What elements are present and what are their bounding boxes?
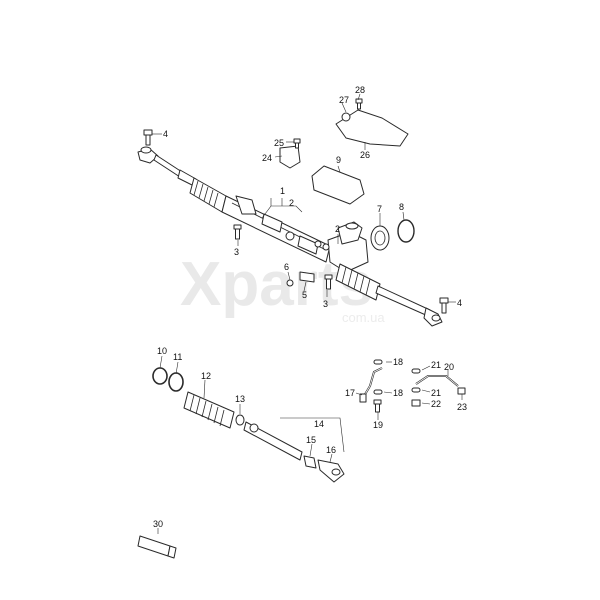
clamp-10 [152,367,168,385]
callout-16: 16 [326,445,336,455]
callout-19: 19 [373,420,383,430]
bolt-23 [457,387,466,395]
ring-13 [235,414,245,426]
callout-18b: 18 [393,388,403,398]
callout-20: 20 [444,362,454,372]
callout-4b: 4 [457,298,462,308]
callout-21a: 21 [431,360,441,370]
callout-9: 9 [336,155,341,165]
callout-15: 15 [306,435,316,445]
seal-18-lower [373,389,383,395]
callout-30: 30 [153,519,163,529]
callout-18a: 18 [393,357,403,367]
callout-4a: 4 [163,129,168,139]
watermark-domain: com.ua [342,310,385,325]
ring-8 [397,219,415,243]
left-bellows [189,177,227,213]
callout-17: 17 [345,388,355,398]
callout-27: 27 [339,95,349,105]
rack-housing [221,195,331,263]
bolt-3-right [324,274,333,290]
callout-11: 11 [173,352,182,362]
line-20 [415,375,459,387]
bolt-28 [355,98,363,110]
mount-24 [279,145,301,169]
nut-15 [303,455,317,469]
bolt-25 [293,138,301,149]
callout-labels: 1 2 2 3 3 4 4 5 6 7 8 9 10 11 12 13 14 1… [153,85,467,529]
leader-lines [152,93,463,534]
callout-13: 13 [235,394,245,404]
steering-rack-assembly [137,98,449,327]
callout-12: 12 [201,371,211,381]
callout-24: 24 [262,153,272,163]
right-tie-rod [375,285,443,327]
callout-8: 8 [399,202,404,212]
callout-3a: 3 [234,247,239,257]
callout-7: 7 [377,204,382,214]
seal-21-upper [411,368,421,374]
callout-1: 1 [280,186,285,196]
bolt-4-lower [439,297,449,314]
bolt-19 [373,399,382,413]
seal-18-upper [373,359,383,365]
callout-3b: 3 [323,299,328,309]
bolt-4-upper [143,129,153,146]
callout-21b: 21 [431,388,441,398]
line-17 [359,367,383,403]
callout-14: 14 [314,419,324,429]
right-bellows [335,263,381,301]
grease-tube-30 [137,535,177,559]
seal-7 [370,225,390,251]
clamp-5 [299,271,315,283]
tie-rod-end-16 [317,459,345,483]
callout-2b: 2 [335,224,340,234]
callout-26: 26 [360,150,370,160]
tie-rod-14 [243,421,303,461]
bolt-22 [411,399,421,407]
bracket-26 [335,109,409,147]
callout-25: 25 [274,138,284,148]
callout-2a: 2 [289,198,294,208]
callout-5: 5 [302,290,307,300]
bolt-3-left [233,224,242,240]
nut-27 [341,112,351,122]
callout-23: 23 [457,402,467,412]
callout-6: 6 [284,262,289,272]
seal-21-lower [411,387,421,393]
left-tie-rod-end [137,146,197,187]
clamp-11 [168,372,184,392]
callout-10: 10 [157,346,167,356]
bellows-12 [183,391,235,429]
nut-6 [286,279,294,287]
heat-shield-9 [311,165,365,205]
callout-28: 28 [355,85,365,95]
callout-22: 22 [431,399,441,409]
